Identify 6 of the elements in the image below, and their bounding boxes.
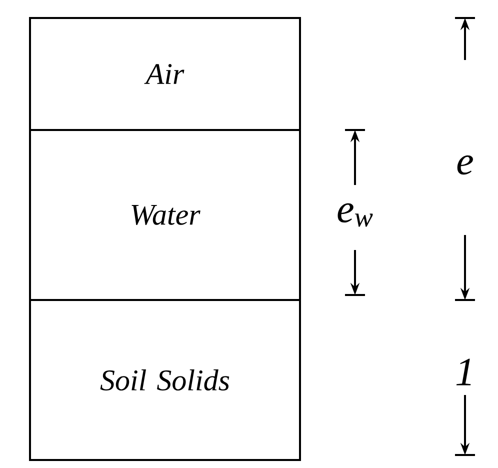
dimension-label: 1 bbox=[456, 358, 471, 386]
dimension-label: e$_{w}$ bbox=[338, 203, 373, 227]
phase-band: Soil Solids bbox=[29, 299, 301, 461]
phase-band: Air bbox=[29, 17, 301, 131]
phase-band: Water bbox=[29, 129, 301, 301]
dimension-label: e bbox=[457, 155, 473, 175]
